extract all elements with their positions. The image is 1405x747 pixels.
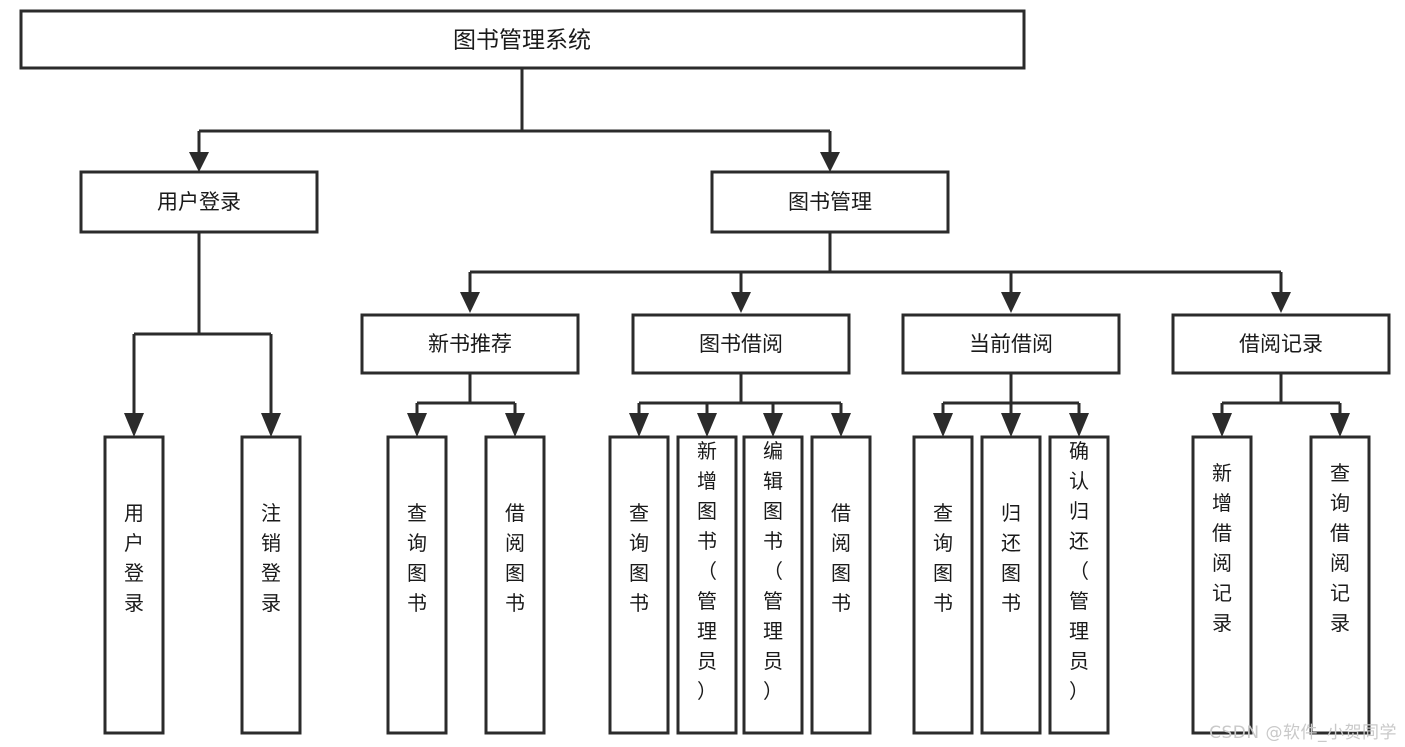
arrowhead-leaf-query-borrow-record (1330, 413, 1350, 437)
node-book-borrow-box[interactable] (631, 313, 851, 375)
leaf-query-book-2[interactable]: 查询图书 (608, 435, 670, 735)
arrowhead-user-login (189, 152, 209, 172)
arrowhead-leaf-query-book-1 (407, 413, 427, 437)
leaf-query-book-2-label: 查询图书 (629, 501, 649, 615)
leaf-edit-book[interactable]: 编辑图书（管理员） (742, 435, 804, 735)
arrowhead-leaf-user-login (124, 413, 144, 437)
arrowhead-borrow-record (1271, 292, 1291, 313)
node-book-borrow[interactable]: 图书借阅 (631, 313, 851, 375)
node-new-book-recommend-box[interactable] (360, 313, 580, 375)
arrowhead-leaf-return-book (1001, 413, 1021, 437)
arrowhead-current-borrow (1001, 292, 1021, 313)
node-borrow-record-box[interactable] (1171, 313, 1391, 375)
leaf-logout-login-label: 注销登录 (261, 501, 281, 615)
leaf-add-borrow-record-label: 新增借阅记录 (1212, 461, 1232, 635)
node-new-book-recommend[interactable]: 新书推荐 (360, 313, 580, 375)
leaf-user-login-label: 用户登录 (124, 501, 144, 615)
arrowhead-leaf-logout-login (261, 413, 281, 437)
node-current-borrow[interactable]: 当前借阅 (901, 313, 1121, 375)
leaf-logout-login-box[interactable] (240, 435, 302, 735)
node-book-borrow-label: 图书借阅 (699, 332, 783, 356)
leaf-user-login[interactable]: 用户登录 (103, 435, 165, 735)
node-current-borrow-label: 当前借阅 (969, 332, 1053, 356)
node-book-management[interactable]: 图书管理 (710, 170, 950, 234)
leaf-borrow-book-2-box[interactable] (810, 435, 872, 735)
node-book-management-label: 图书管理 (788, 190, 872, 214)
leaf-borrow-book-2-label: 借阅图书 (831, 501, 851, 615)
node-root-label: 图书管理系统 (453, 28, 591, 54)
node-user-login[interactable]: 用户登录 (79, 170, 319, 234)
node-user-login-box[interactable] (79, 170, 319, 234)
leaf-borrow-book-1-box[interactable] (484, 435, 546, 735)
leaf-borrow-book-1[interactable]: 借阅图书 (484, 435, 546, 735)
arrowhead-leaf-edit-book (763, 413, 783, 437)
node-root[interactable]: 图书管理系统 (19, 9, 1026, 70)
node-book-management-box[interactable] (710, 170, 950, 234)
node-current-borrow-box[interactable] (901, 313, 1121, 375)
leaf-add-book[interactable]: 新增图书（管理员） (676, 435, 738, 735)
arrowhead-leaf-query-book-3 (933, 413, 953, 437)
leaf-edit-book-label: 编辑图书（管理员） (763, 439, 783, 703)
leaf-query-book-3-label: 查询图书 (933, 501, 953, 615)
node-user-login-label: 用户登录 (157, 190, 241, 214)
leaf-add-borrow-record[interactable]: 新增借阅记录 (1191, 435, 1253, 735)
arrowhead-book-borrow (731, 292, 751, 313)
leaf-query-borrow-record[interactable]: 查询借阅记录 (1309, 435, 1371, 735)
node-root-box[interactable] (19, 9, 1026, 70)
arrowhead-leaf-borrow-book-1 (505, 413, 525, 437)
leaf-add-book-box[interactable] (676, 435, 738, 735)
leaf-borrow-book-2[interactable]: 借阅图书 (810, 435, 872, 735)
arrowhead-book-management (820, 152, 840, 172)
arrowhead-leaf-add-book (697, 413, 717, 437)
leaf-confirm-return-label: 确认归还（管理员） (1069, 439, 1089, 703)
leaf-query-book-1-label: 查询图书 (407, 501, 427, 615)
leaf-add-borrow-record-box[interactable] (1191, 435, 1253, 735)
leaf-logout-login[interactable]: 注销登录 (240, 435, 302, 735)
leaf-add-book-label: 新增图书（管理员） (697, 439, 717, 703)
leaf-query-borrow-record-box[interactable] (1309, 435, 1371, 735)
arrowhead-leaf-confirm-return (1069, 413, 1089, 437)
leaf-confirm-return-box[interactable] (1048, 435, 1110, 735)
leaf-query-borrow-record-label: 查询借阅记录 (1330, 461, 1350, 635)
leaf-query-book-3-box[interactable] (912, 435, 974, 735)
leaf-return-book[interactable]: 归还图书 (980, 435, 1042, 735)
node-borrow-record-label: 借阅记录 (1239, 332, 1323, 356)
leaf-return-book-box[interactable] (980, 435, 1042, 735)
leaf-edit-book-box[interactable] (742, 435, 804, 735)
leaf-query-book-1-box[interactable] (386, 435, 448, 735)
leaf-query-book-1[interactable]: 查询图书 (386, 435, 448, 735)
arrowhead-new-book-recommend (460, 292, 480, 313)
arrowhead-leaf-query-book-2 (629, 413, 649, 437)
connector-layer (124, 68, 1350, 437)
leaf-query-book-3[interactable]: 查询图书 (912, 435, 974, 735)
node-new-book-recommend-label: 新书推荐 (428, 332, 512, 356)
leaf-user-login-box[interactable] (103, 435, 165, 735)
arrowhead-leaf-borrow-book-2 (831, 413, 851, 437)
leaf-borrow-book-1-label: 借阅图书 (505, 501, 525, 615)
leaf-return-book-label: 归还图书 (1001, 501, 1021, 615)
leaf-query-book-2-box[interactable] (608, 435, 670, 735)
arrowhead-leaf-add-borrow-record (1212, 413, 1232, 437)
node-borrow-record[interactable]: 借阅记录 (1171, 313, 1391, 375)
leaf-confirm-return[interactable]: 确认归还（管理员） (1048, 435, 1110, 735)
